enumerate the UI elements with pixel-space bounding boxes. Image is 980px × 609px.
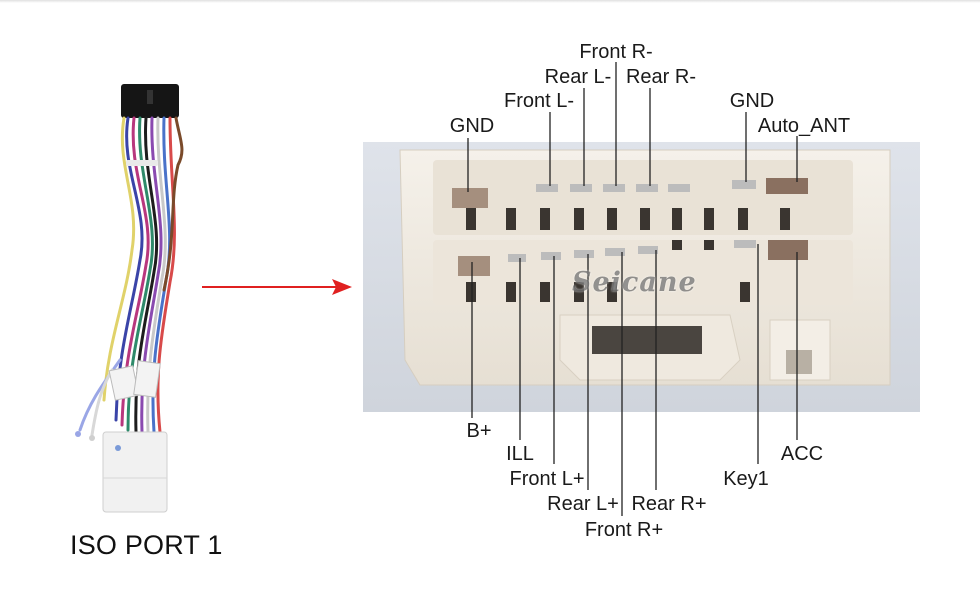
label-gnd-left: GND <box>449 115 495 137</box>
label-front-r-plus: Front R+ <box>584 519 664 541</box>
label-front-r-minus: Front R- <box>579 41 653 63</box>
loose-wire-end <box>75 431 81 437</box>
pin-slot <box>668 184 690 192</box>
pin-slot <box>636 184 658 192</box>
pin-slot <box>452 188 488 208</box>
pin-slot <box>541 252 561 260</box>
pin-slot <box>458 256 490 276</box>
wire-tag <box>133 360 161 398</box>
label-front-l-plus: Front L+ <box>509 468 585 490</box>
label-key1: Key1 <box>723 468 769 490</box>
pin-slot <box>536 184 558 192</box>
connector-latch <box>147 90 153 104</box>
pin-slot <box>603 184 625 192</box>
label-auto-ant: Auto_ANT <box>757 115 851 137</box>
pointer-arrow <box>202 279 352 295</box>
wire-harness-image <box>75 84 184 513</box>
label-front-l-minus: Front L- <box>503 90 575 112</box>
pin-slot <box>732 180 756 189</box>
label-rear-r-minus: Rear R- <box>625 66 697 88</box>
loose-wire-end <box>115 445 121 451</box>
pin-slot <box>605 248 625 256</box>
pin-slot <box>574 250 594 258</box>
latch-opening <box>592 326 702 354</box>
cable-tie <box>126 160 158 166</box>
pin-slot <box>570 184 592 192</box>
pin-slot <box>768 240 808 260</box>
pin-slot <box>508 254 526 262</box>
port-title: ISO PORT 1 <box>70 530 223 560</box>
watermark: Seicane <box>572 267 697 298</box>
arrow-head <box>332 279 352 295</box>
connector-photo <box>363 142 920 412</box>
pin-slot <box>734 240 756 248</box>
pin-slot <box>766 178 808 194</box>
label-ill: ILL <box>506 443 534 465</box>
label-rear-l-plus: Rear L+ <box>547 493 619 515</box>
label-b-plus: B+ <box>466 420 492 442</box>
wire-tag <box>108 365 140 401</box>
bottom-pin-row <box>458 240 808 302</box>
top-divider <box>0 0 980 3</box>
side-slot <box>786 350 812 374</box>
label-acc: ACC <box>780 443 824 465</box>
label-gnd-right: GND <box>729 90 775 112</box>
loose-wire-end <box>89 435 95 441</box>
label-rear-l-minus: Rear L- <box>544 66 612 88</box>
harness-bottom-connector <box>102 431 168 513</box>
pin-slot <box>638 246 658 254</box>
label-rear-r-plus: Rear R+ <box>631 493 707 515</box>
leader-lines <box>467 62 798 516</box>
